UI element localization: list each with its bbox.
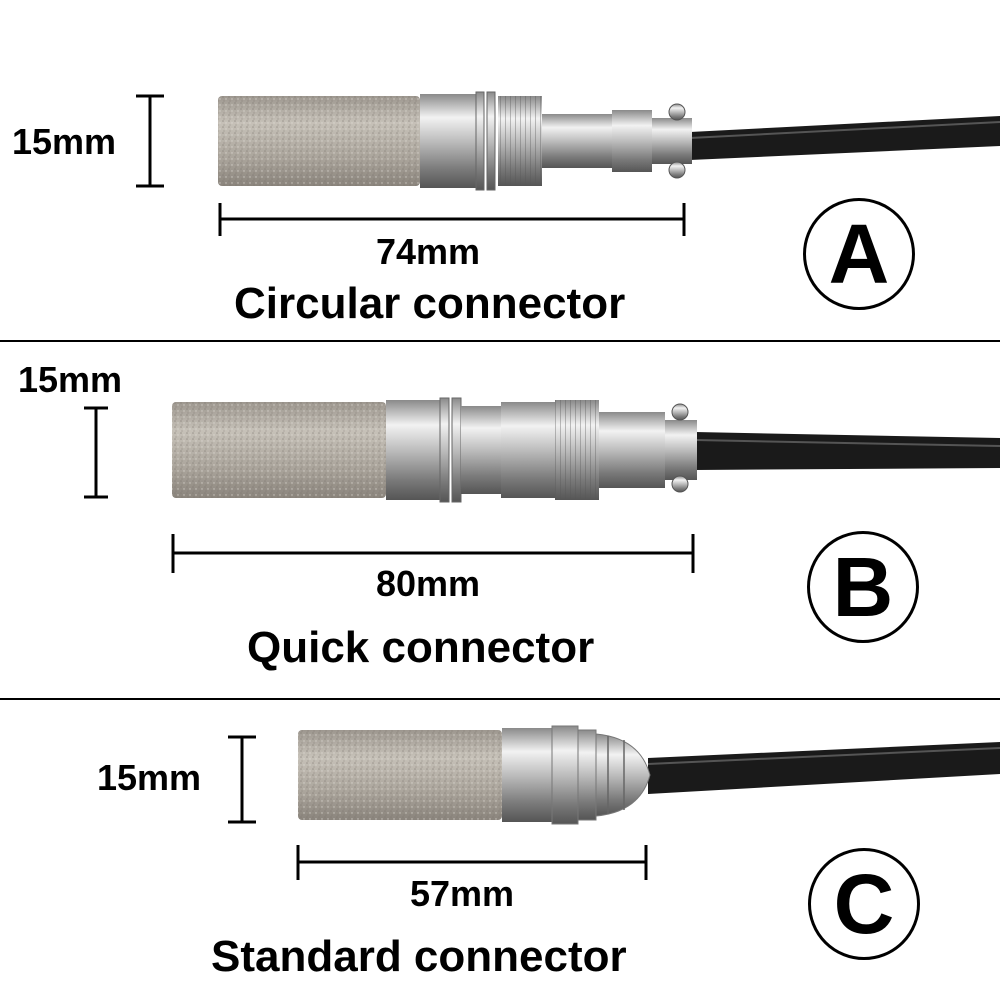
sensor-c: [298, 725, 1000, 825]
dimension-lines: [84, 94, 695, 880]
divider-1: [0, 340, 1000, 342]
cable-b: [695, 432, 1000, 470]
length-label-a: 74mm: [376, 231, 481, 272]
diameter-label-c: 15mm: [97, 757, 202, 798]
caption-c: Standard connector: [211, 932, 627, 981]
badge-c: C: [808, 848, 920, 960]
sensor-a: [218, 91, 1000, 191]
divider-2: [0, 698, 1000, 700]
diameter-label-b: 15mm: [18, 359, 123, 400]
caption-a: Circular connector: [234, 279, 626, 328]
badge-b: B: [807, 531, 919, 643]
caption-b: Quick connector: [247, 623, 595, 672]
cable-a: [690, 116, 1000, 160]
cable-c: [648, 742, 1000, 794]
diameter-label-a: 15mm: [12, 121, 117, 162]
badge-a: A: [803, 198, 915, 310]
sensor-b: [172, 397, 1000, 503]
length-label-c: 57mm: [410, 873, 515, 914]
length-label-b: 80mm: [376, 563, 481, 604]
